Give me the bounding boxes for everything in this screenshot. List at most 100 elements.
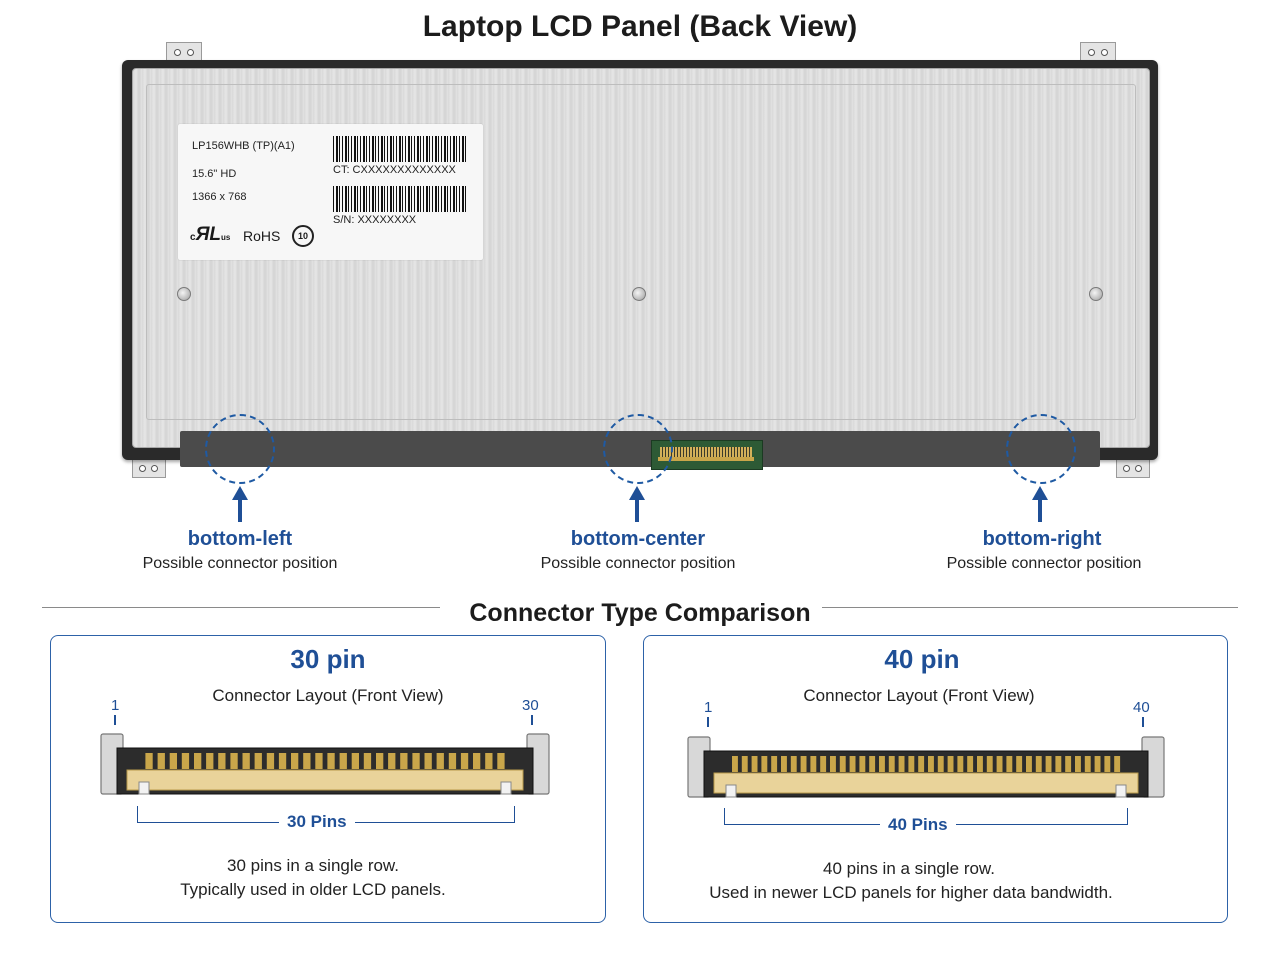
label-ct: CT: CXXXXXXXXXXXXX: [333, 164, 456, 176]
connector-pin: [181, 753, 190, 769]
marker-circle-bottom-left: [205, 414, 275, 484]
connector-pin: [741, 756, 748, 772]
connector-pin: [194, 753, 202, 769]
connector-pin: [485, 753, 493, 769]
connector-pin: [1055, 756, 1062, 772]
marker-circle-bottom-right: [1006, 414, 1076, 484]
card-desc-line2: Used in newer LCD panels for higher data…: [709, 883, 1113, 902]
connector-pin: [996, 756, 1003, 772]
ul-certification-icon: cЯLus: [190, 224, 231, 245]
section-rule-left: [42, 607, 440, 608]
position-label-bottom-left: bottom-left: [187, 528, 293, 550]
diagram-title: Laptop LCD Panel (Back View): [422, 10, 858, 43]
pin-first-number: 1: [704, 699, 713, 716]
connector-pin: [928, 756, 934, 772]
connector-pin: [1006, 756, 1013, 772]
connector-pin: [218, 753, 226, 769]
connector-pin: [790, 756, 797, 772]
screw-left: [177, 287, 191, 301]
connector-pin: [1094, 756, 1101, 772]
connector-pin: [1035, 756, 1042, 772]
position-desc-bottom-left: Possible connector position: [142, 555, 338, 572]
connector-pin: [169, 753, 177, 769]
connector-pin: [363, 753, 372, 769]
connector-pin: [761, 756, 768, 772]
card-subtitle: Connector Layout (Front View): [803, 686, 1035, 705]
connector-pin: [1114, 756, 1121, 772]
card-30-pin: 30 pin Connector Layout (Front View) 1 3…: [50, 635, 606, 923]
connector-pin: [888, 756, 895, 772]
arrow-bottom-right-icon: [1032, 486, 1048, 522]
pin-last-number: 30: [522, 697, 539, 714]
connector-pin: [820, 756, 827, 772]
connector-pin: [266, 753, 275, 769]
connector-pin: [254, 753, 262, 769]
connector-pin: [388, 753, 396, 769]
position-label-bottom-right: bottom-right: [982, 528, 1102, 550]
connector-pin: [771, 756, 778, 772]
card-title: 40 pin: [884, 644, 960, 674]
barcode-ct: [333, 136, 467, 162]
pins-count-label: 40 Pins: [880, 815, 956, 835]
card-40-pin: 40 pin Connector Layout (Front View) 1 4…: [643, 635, 1228, 923]
connector-pin: [879, 756, 885, 772]
connector-pin: [157, 753, 165, 769]
connector-pin: [918, 756, 925, 772]
connector-pin: [977, 756, 983, 772]
connector-pin: [424, 753, 432, 769]
connector-pin: [473, 753, 481, 769]
connector-pin: [376, 753, 384, 769]
pin-last-number: 40: [1133, 699, 1150, 716]
label-sn: S/N: XXXXXXXX: [333, 214, 417, 226]
arrow-bottom-center-icon: [629, 486, 645, 522]
connector-pin: [315, 753, 323, 769]
connector-pin: [412, 753, 420, 769]
connector-pin: [1075, 756, 1081, 772]
connector-pin: [859, 756, 866, 772]
connector-pin: [732, 756, 738, 772]
card-desc-line2: Typically used in older LCD panels.: [180, 880, 446, 899]
connector-40-pin: [686, 729, 1166, 801]
connector-pin: [327, 753, 335, 769]
connector-pin: [849, 756, 856, 772]
connector-pin: [800, 756, 807, 772]
mount-bracket-bottom-left: [132, 458, 166, 478]
connector-pin: [448, 753, 457, 769]
connector-pin: [400, 753, 408, 769]
connector-pin: [908, 756, 915, 772]
barcode-sn: [333, 186, 467, 212]
label-model: LP156WHB (TP)(A1): [192, 140, 295, 152]
connector-pin: [781, 756, 787, 772]
connector-pin: [986, 756, 993, 772]
rohs-text: RoHS: [243, 228, 281, 244]
environment-10-badge-icon: 10: [292, 225, 314, 247]
connector-pin: [291, 753, 299, 769]
connector-pin: [869, 756, 876, 772]
card-desc-line1: 30 pins in a single row.: [227, 856, 399, 875]
connector-pin: [1026, 756, 1032, 772]
connector-30-pin: [99, 726, 551, 798]
label-resolution: 1366 x 768: [192, 191, 247, 203]
connector-pin: [810, 756, 817, 772]
card-desc-line1: 40 pins in a single row.: [823, 859, 995, 878]
pin-first-tick: [707, 717, 709, 727]
lcd-panel-back-view: LP156WHB (TP)(A1) 15.6" HD 1366 x 768 CT…: [122, 42, 1158, 572]
pin-first-number: 1: [111, 697, 120, 714]
connector-pin: [830, 756, 836, 772]
connector-pin: [751, 756, 758, 772]
connector-pin: [1084, 756, 1091, 772]
connector-pin: [957, 756, 964, 772]
position-label-bottom-center: bottom-center: [570, 528, 706, 550]
card-subtitle: Connector Layout (Front View): [212, 686, 444, 705]
screw-right: [1089, 287, 1103, 301]
connector-pin: [339, 753, 347, 769]
connector-pin: [206, 753, 214, 769]
connector-pin: [967, 756, 974, 772]
connector-pin: [947, 756, 954, 772]
connector-pin: [145, 753, 153, 769]
pin-last-tick: [531, 715, 533, 725]
connector-pin: [1016, 756, 1023, 772]
panel-spec-label: LP156WHB (TP)(A1) 15.6" HD 1366 x 768 CT…: [178, 124, 483, 260]
connector-pin: [230, 753, 238, 769]
connector-pin: [303, 753, 311, 769]
